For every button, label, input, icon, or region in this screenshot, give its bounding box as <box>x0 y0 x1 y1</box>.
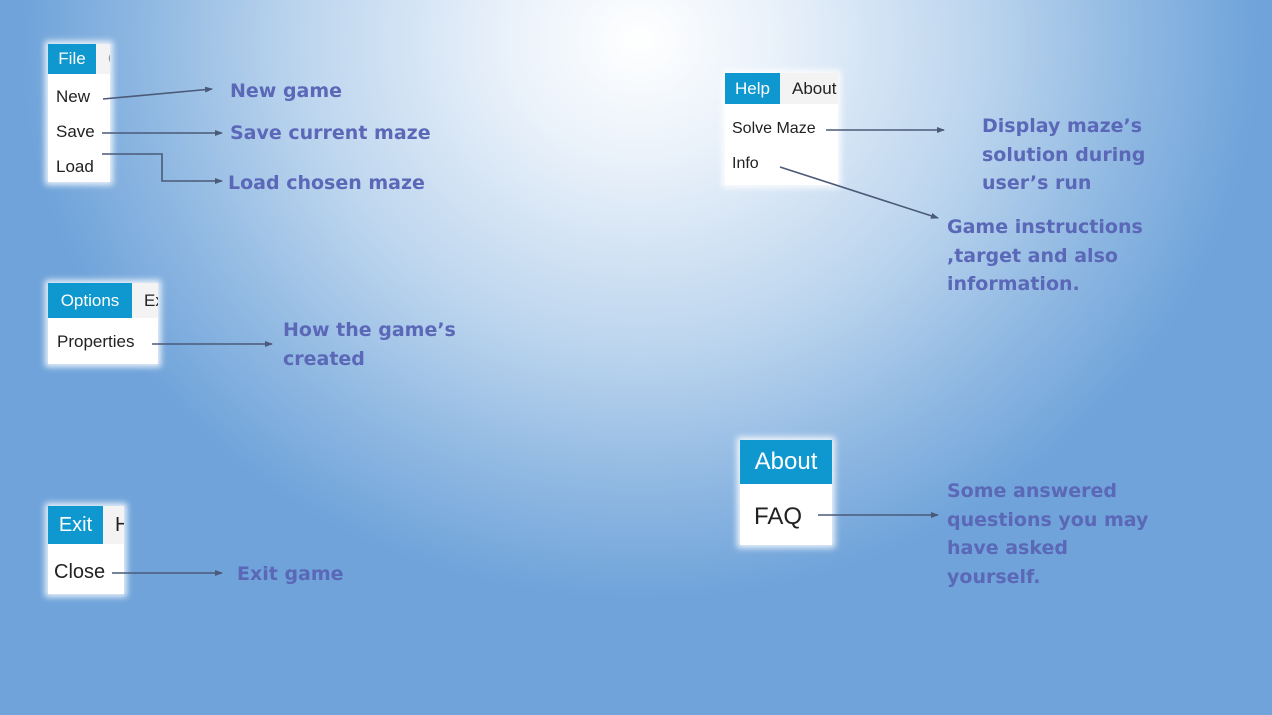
note-load: Load chosen maze <box>228 172 425 194</box>
note-properties: How the game’s created <box>283 319 456 370</box>
about-menu-panel: About FAQ <box>740 440 832 545</box>
menu-item-faq[interactable]: FAQ <box>754 503 803 530</box>
menu-item-solve-maze[interactable]: Solve Maze <box>732 120 816 137</box>
menu-item-new[interactable]: New <box>56 87 91 106</box>
file-menu-panel: File O New Save Load <box>48 44 110 182</box>
note-info: Game instructions ,target and also infor… <box>947 216 1143 295</box>
options-tab[interactable]: Options <box>48 283 132 318</box>
about-tab[interactable]: About <box>780 73 838 104</box>
arrow-new <box>102 86 213 100</box>
exit-menu-panel: Exit H Close <box>48 506 124 594</box>
menu-item-properties[interactable]: Properties <box>57 332 135 351</box>
about-tab[interactable]: About <box>740 440 832 484</box>
note-save: Save current maze <box>230 122 431 144</box>
help-tab[interactable]: Help <box>725 73 780 104</box>
note-solve: Display maze’s solution during user’s ru… <box>982 115 1146 194</box>
options-menu-panel: Options Ex Properties <box>48 283 158 364</box>
note-new: New game <box>230 80 343 102</box>
exit-tab[interactable]: Exit <box>48 506 103 544</box>
next-tab-partial[interactable]: H <box>103 506 124 544</box>
arrow-info <box>779 166 939 219</box>
menu-item-close[interactable]: Close <box>54 561 106 583</box>
note-faq: Some answered questions you may have ask… <box>947 480 1149 588</box>
next-tab-partial[interactable]: Ex <box>132 283 158 318</box>
menu-item-info[interactable]: Info <box>732 155 759 172</box>
help-menu-panel: Help About Solve Maze Info <box>725 73 838 185</box>
arrow-load <box>102 153 223 184</box>
file-tab[interactable]: File <box>48 44 96 74</box>
menu-item-save[interactable]: Save <box>56 122 95 141</box>
menu-item-load[interactable]: Load <box>56 157 94 176</box>
note-close: Exit game <box>237 563 344 585</box>
next-tab-partial[interactable]: O <box>96 44 110 74</box>
